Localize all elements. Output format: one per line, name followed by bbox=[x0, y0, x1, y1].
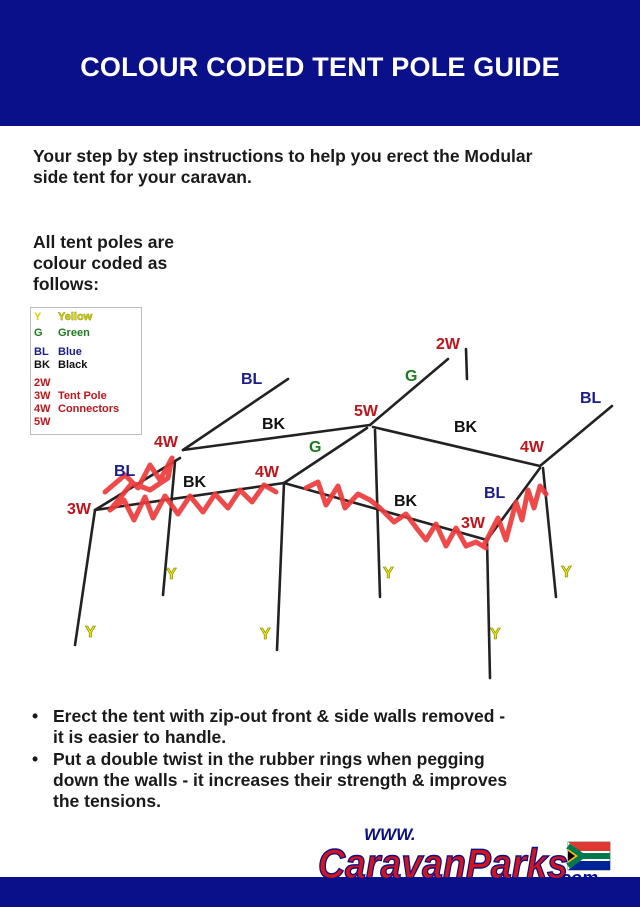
intro-line-2: side tent for your caravan. bbox=[33, 167, 252, 187]
label-bk-mid: BK bbox=[394, 493, 418, 510]
leg-y1 bbox=[73, 508, 97, 647]
instructions-list: • Erect the tent with zip-out front & si… bbox=[32, 706, 622, 813]
pole-bk-upper-right bbox=[371, 425, 542, 468]
leg-y4 bbox=[373, 428, 382, 599]
label-2w: 2W bbox=[436, 336, 461, 353]
caravanparks-logo[interactable]: WWW. CaravanParks .com bbox=[316, 818, 616, 890]
pole-labels: BL G 2W BL 5W BK BK 4W 4W G BL BK 4W BK … bbox=[67, 336, 602, 532]
leg-y5 bbox=[485, 538, 492, 680]
instruction-line: Put a double twist in the rubber rings w… bbox=[53, 749, 485, 769]
colour-coded-line-1: All tent poles are bbox=[33, 232, 175, 252]
header-banner: COLOUR CODED TENT POLE GUIDE bbox=[0, 0, 640, 126]
label-y6: Y bbox=[561, 564, 572, 581]
label-y4: Y bbox=[383, 565, 394, 582]
label-3w-left: 3W bbox=[67, 501, 92, 518]
leg-y3 bbox=[275, 481, 286, 652]
pole-bk-upper-left bbox=[181, 423, 372, 452]
scribble-right bbox=[481, 483, 549, 548]
instruction-item: • Erect the tent with zip-out front & si… bbox=[32, 706, 622, 748]
label-bk-upper-left: BK bbox=[262, 416, 286, 433]
colour-coded-line-3: follows: bbox=[33, 274, 100, 294]
label-bl-left: BL bbox=[114, 463, 136, 480]
bullet-icon: • bbox=[32, 749, 39, 769]
legend-code: G bbox=[34, 327, 43, 339]
legend-code: 2W bbox=[34, 377, 51, 389]
logo-name: CaravanParks bbox=[318, 840, 568, 887]
instruction-line: Erect the tent with zip-out front & side… bbox=[53, 706, 506, 726]
tent-pole-diagram: BL G 2W BL 5W BK BK 4W 4W G BL BK 4W BK … bbox=[67, 336, 614, 680]
leg-y2 bbox=[161, 460, 177, 597]
legend-row-2w: 2W bbox=[34, 377, 58, 389]
label-y3: Y bbox=[260, 626, 271, 643]
legend-label: Tent Pole bbox=[58, 390, 107, 402]
legend-row-yellow: Y Yellow bbox=[34, 311, 92, 323]
legend-code: 3W bbox=[34, 390, 51, 402]
label-bl-top-left: BL bbox=[241, 371, 263, 388]
colour-coded-line-2: colour coded as bbox=[33, 253, 168, 273]
label-4w-right: 4W bbox=[520, 439, 545, 456]
pole-2w-stub bbox=[464, 347, 469, 381]
legend-row-black: BK Black bbox=[34, 359, 87, 371]
legend-row-3w: 3W Tent Pole bbox=[34, 390, 107, 402]
flag-icon bbox=[566, 841, 611, 871]
instruction-item: • Put a double twist in the rubber rings… bbox=[32, 749, 622, 812]
label-y5: Y bbox=[490, 626, 501, 643]
label-bl-mid-right: BL bbox=[484, 485, 506, 502]
legend-label: Yellow bbox=[58, 311, 93, 323]
legend-code: BL bbox=[34, 346, 49, 358]
label-y2: Y bbox=[166, 566, 177, 583]
leg-y6 bbox=[541, 466, 558, 599]
label-4w-left: 4W bbox=[154, 434, 179, 451]
pole-g-top bbox=[368, 357, 450, 427]
instruction-line: the tensions. bbox=[53, 791, 161, 811]
scribble-left bbox=[102, 455, 279, 523]
legend-row-5w: 5W bbox=[34, 416, 58, 428]
legend-label: Green bbox=[58, 327, 90, 339]
legend-code: 4W bbox=[34, 403, 51, 415]
footer-bar bbox=[0, 877, 640, 907]
label-5w: 5W bbox=[354, 403, 379, 420]
legend-code: 5W bbox=[34, 416, 51, 428]
pole-bl-right bbox=[538, 404, 614, 468]
page-title: COLOUR CODED TENT POLE GUIDE bbox=[80, 52, 560, 82]
intro-line-1: Your step by step instructions to help y… bbox=[33, 146, 533, 166]
label-4w-mid: 4W bbox=[255, 464, 280, 481]
label-3w-right: 3W bbox=[461, 515, 486, 532]
label-g-mid: G bbox=[309, 439, 321, 456]
legend-row-green: G Green bbox=[34, 327, 90, 339]
legend-label: Black bbox=[58, 359, 88, 371]
legend-label: Connectors bbox=[58, 403, 120, 415]
colour-legend: Y Yellow G Green BL Blue BK Black 2W 3W Tent … bbox=[30, 307, 142, 435]
label-bk-left: BK bbox=[183, 474, 207, 491]
legend-code: Y bbox=[34, 311, 42, 323]
label-bk-upper-right: BK bbox=[454, 419, 478, 436]
logo-suffix: .com bbox=[556, 868, 598, 888]
label-y1: Y bbox=[85, 624, 96, 641]
legend-row-4w: 4W Connectors bbox=[34, 403, 119, 415]
bullet-icon: • bbox=[32, 706, 39, 726]
leg-labels: Y Y Y Y Y Y bbox=[85, 564, 573, 644]
logo-www: WWW. bbox=[364, 825, 416, 844]
intro-text: Your step by step instructions to help y… bbox=[33, 146, 623, 188]
pole-bl-top-left bbox=[181, 377, 290, 452]
label-g-top: G bbox=[405, 368, 417, 385]
colour-coded-text: All tent poles are colour coded as follo… bbox=[33, 232, 233, 295]
legend-label: Blue bbox=[58, 346, 82, 358]
pole-g-mid bbox=[282, 426, 369, 485]
instruction-line: down the walls - it increases their stre… bbox=[53, 770, 508, 790]
legend-row-blue: BL Blue bbox=[34, 346, 82, 358]
legend-code: BK bbox=[34, 359, 50, 371]
scribble-middle bbox=[303, 479, 489, 551]
red-scribbles bbox=[102, 455, 549, 551]
instruction-line: it is easier to handle. bbox=[53, 727, 227, 747]
label-bl-right: BL bbox=[580, 390, 602, 407]
